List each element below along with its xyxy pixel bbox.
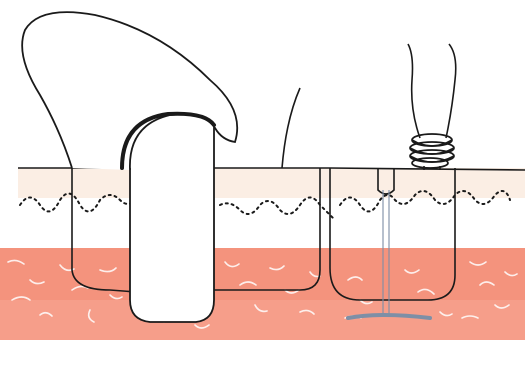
skin-surface-layer	[18, 168, 525, 198]
subcutaneous-layer-lower	[0, 300, 525, 340]
tissue-layers	[0, 168, 525, 340]
stent-stem	[130, 168, 214, 322]
